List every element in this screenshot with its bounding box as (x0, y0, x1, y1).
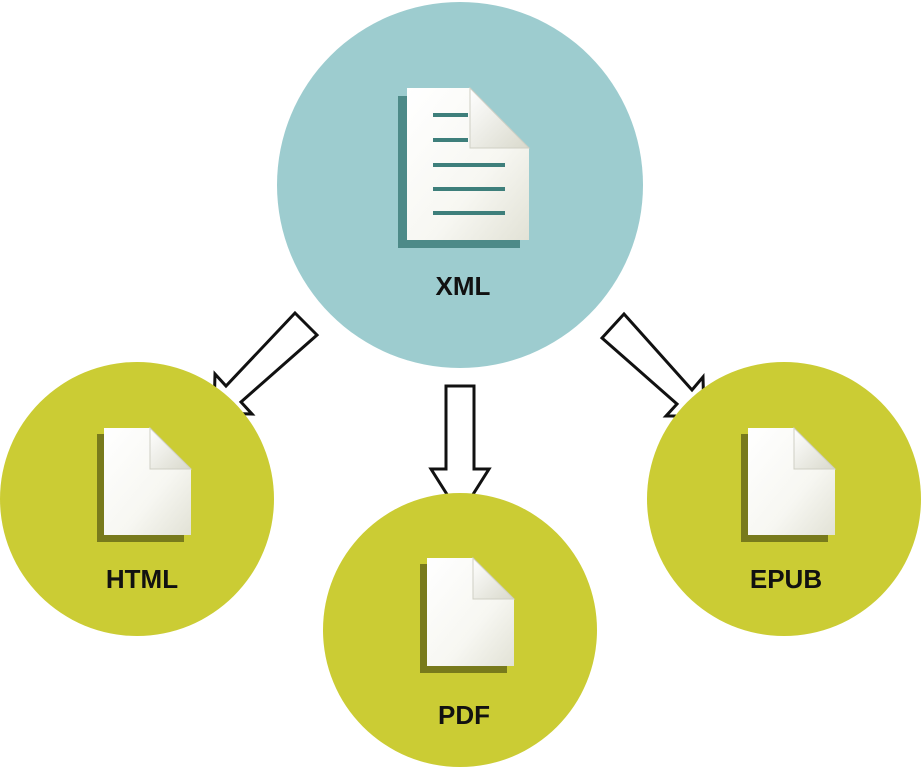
hollow-arrow-icon (428, 384, 492, 518)
pdf-node: PDF (323, 493, 597, 767)
document-with-lines-icon (398, 86, 531, 248)
blank-document-icon (741, 426, 837, 542)
blank-document-icon (97, 426, 193, 542)
arrow-to-pdf (428, 384, 492, 518)
html-node: HTML (0, 362, 274, 636)
blank-document-icon (420, 556, 516, 673)
xml-label: XML (436, 271, 491, 301)
pdf-label: PDF (438, 700, 490, 730)
epub-node: EPUB (647, 362, 921, 636)
epub-label: EPUB (750, 564, 822, 594)
xml-node: XML (277, 2, 643, 368)
html-label: HTML (106, 564, 178, 594)
